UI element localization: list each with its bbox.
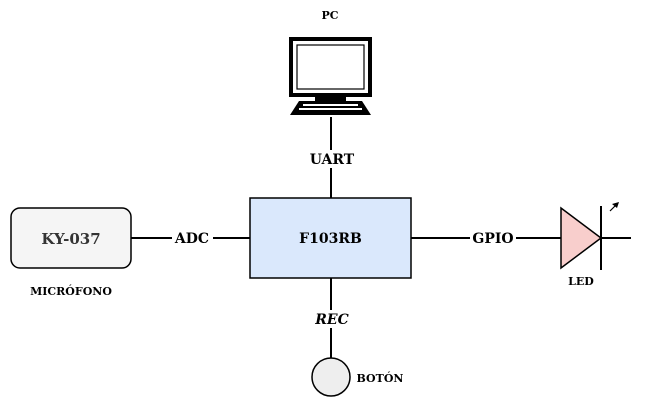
pc-icon xyxy=(289,37,372,115)
led-icon xyxy=(560,202,619,270)
gpio-label: GPIO xyxy=(472,231,513,247)
adc-label: ADC xyxy=(174,231,209,247)
sensor-block xyxy=(10,207,132,269)
sensor-caption: MICRÓFONO xyxy=(30,284,112,298)
mcu-block xyxy=(249,197,412,279)
pc-label: PC xyxy=(321,9,338,22)
led-label: LED xyxy=(568,275,594,288)
sensor-label: KY-037 xyxy=(41,230,100,248)
button-icon xyxy=(311,357,351,397)
uart-label: UART xyxy=(310,152,355,168)
rec-label: REC xyxy=(314,312,348,328)
button-label: BOTÓN xyxy=(357,371,404,385)
mcu-label: F103RB xyxy=(299,231,362,247)
